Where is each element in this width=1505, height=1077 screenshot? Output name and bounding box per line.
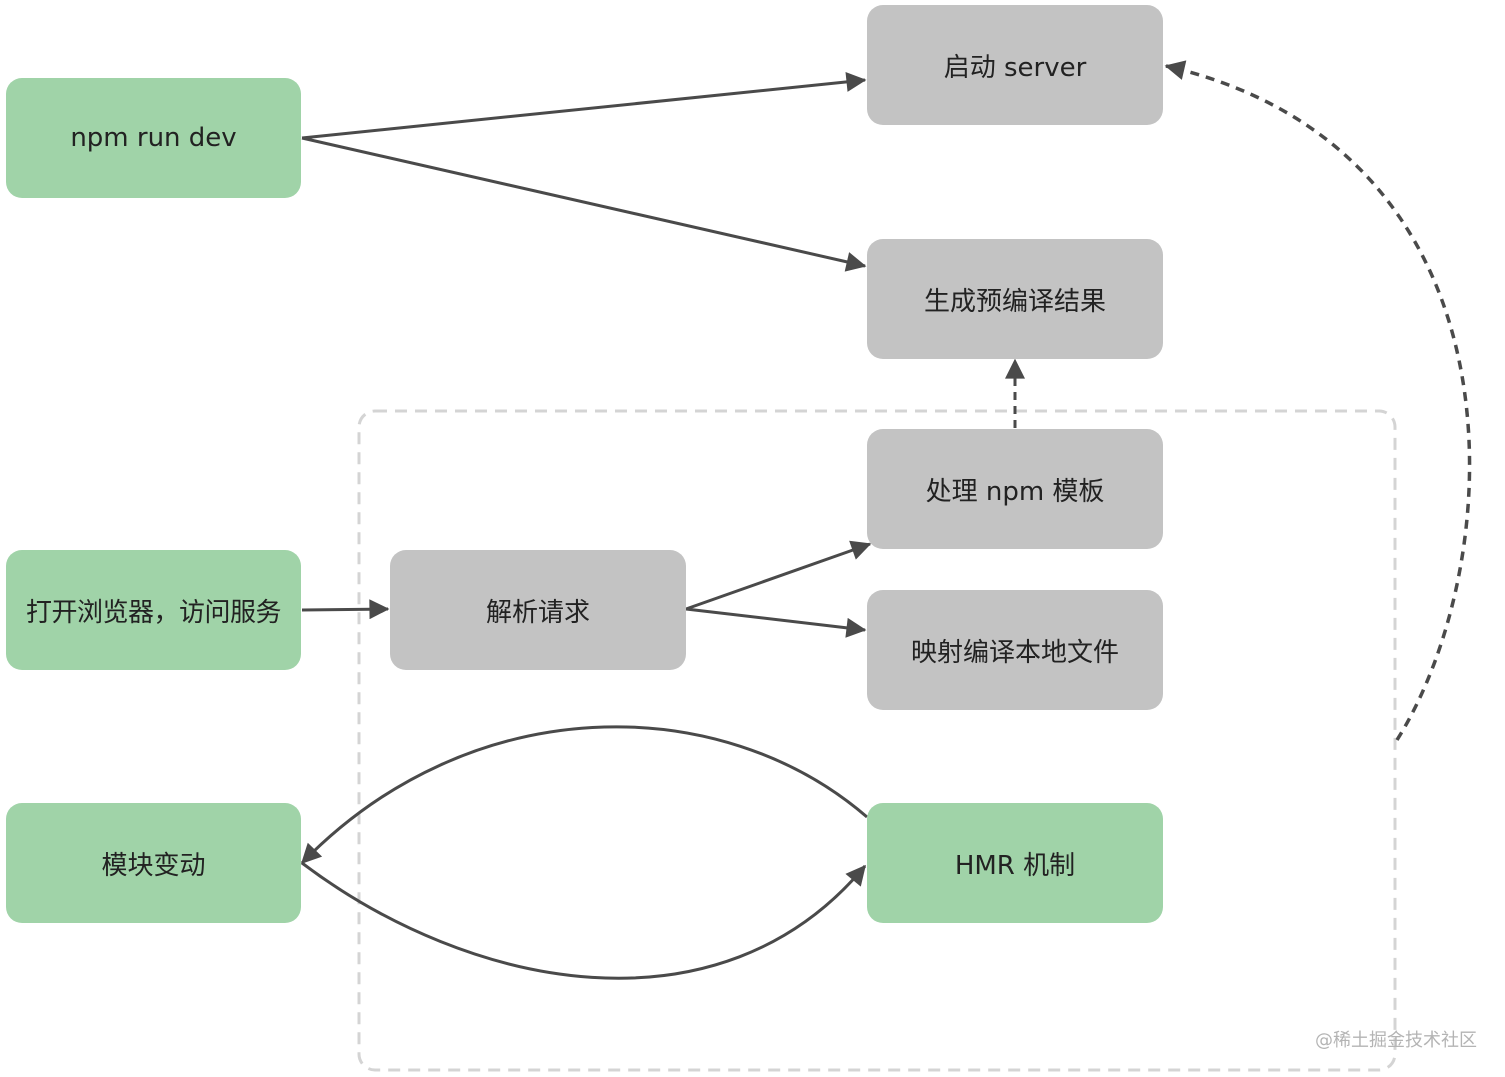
node-map-compile-local-files-label: 映射编译本地文件	[910, 637, 1119, 668]
node-hmr-mechanism-label: HMR 机制	[954, 850, 1076, 881]
edge-parse-request-to-handle-npm	[685, 540, 872, 611]
node-start-server-label: 启动 server	[943, 52, 1087, 83]
edge-parse-request-to-map-compile	[685, 607, 867, 638]
node-module-change: 模块变动	[6, 803, 301, 923]
node-handle-npm-template-label: 处理 npm 模板	[925, 476, 1105, 507]
node-npm-run-dev: npm run dev	[6, 78, 301, 198]
edge-npm-run-dev-to-prebuild	[301, 136, 867, 272]
dashed-group-container	[357, 409, 1397, 1072]
edge-module-change-to-hmr	[301, 861, 867, 980]
node-open-browser-label: 打开浏览器，访问服务	[25, 597, 282, 628]
node-npm-run-dev-label: npm run dev	[70, 123, 237, 153]
node-prebuild-result: 生成预编译结果	[867, 239, 1163, 359]
edge-npm-run-dev-to-start-server	[301, 71, 867, 140]
node-module-change-label: 模块变动	[101, 850, 206, 881]
edge-group-to-start-server	[1164, 60, 1472, 741]
node-hmr-mechanism: HMR 机制	[867, 803, 1163, 923]
node-handle-npm-template: 处理 npm 模板	[867, 429, 1163, 549]
node-prebuild-result-label: 生成预编译结果	[923, 286, 1106, 317]
node-parse-request-label: 解析请求	[485, 597, 590, 628]
node-open-browser: 打开浏览器，访问服务	[6, 550, 301, 670]
edge-hmr-to-module-change	[300, 725, 868, 865]
node-start-server: 启动 server	[867, 5, 1163, 125]
node-map-compile-local-files: 映射编译本地文件	[867, 590, 1163, 710]
node-parse-request: 解析请求	[390, 550, 686, 670]
edge-open-browser-to-parse-request	[301, 599, 390, 620]
watermark: @稀土掘金技术社区	[1315, 1030, 1477, 1051]
